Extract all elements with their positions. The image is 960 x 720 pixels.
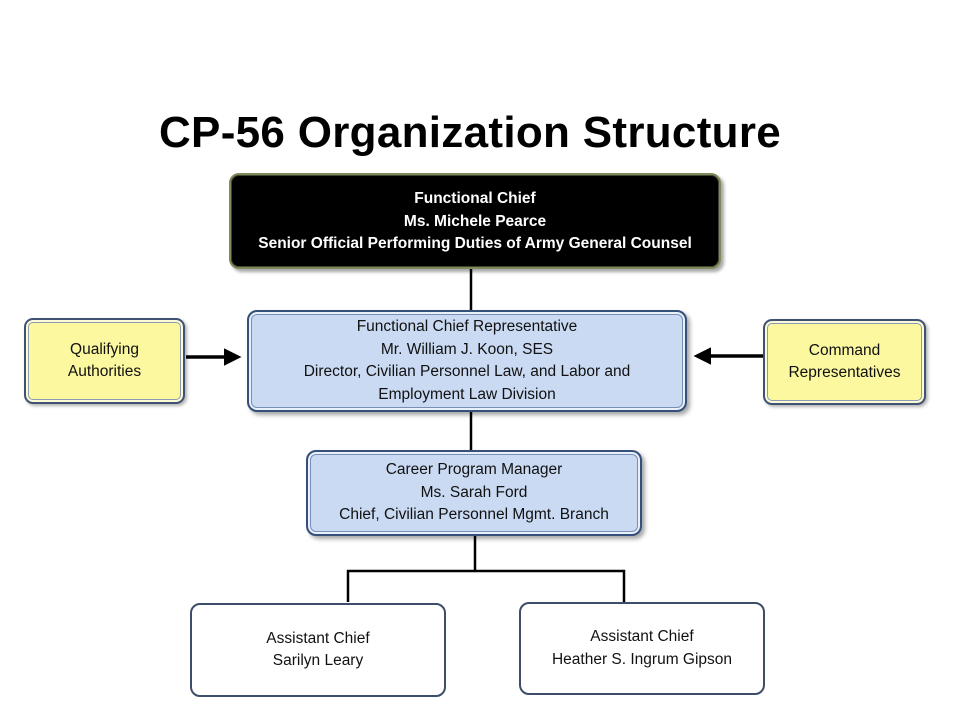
assistant-chief-2-name: Heather S. Ingrum Gipson bbox=[551, 650, 733, 668]
qualifying-line-2: Authorities bbox=[67, 363, 142, 380]
functional-chief-rep-box: Functional Chief Representative Mr. Will… bbox=[247, 310, 687, 412]
functional-chief-position: Senior Official Performing Duties of Arm… bbox=[258, 235, 692, 253]
page-title: CP-56 Organization Structure bbox=[158, 108, 782, 157]
qualifying-authorities-box: Qualifying Authorities bbox=[24, 318, 185, 404]
connector-branch bbox=[346, 569, 626, 602]
assistant-chief-leary-box: Assistant Chief Sarilyn Leary bbox=[190, 603, 446, 697]
command-line-1: Command bbox=[808, 341, 881, 359]
qualifying-line-1: Qualifying bbox=[70, 340, 139, 358]
functional-chief-box: Functional Chief Ms. Michele Pearce Seni… bbox=[229, 173, 721, 269]
command-line-2: Representatives bbox=[788, 364, 901, 381]
rep-position-line-2: Employment Law Division bbox=[378, 385, 556, 403]
assistant-chief-1-role: Assistant Chief bbox=[266, 629, 370, 647]
rep-position-line-1: Director, Civilian Personnel Law, and La… bbox=[303, 363, 631, 380]
assistant-chief-1-name: Sarilyn Leary bbox=[272, 652, 364, 669]
manager-position: Chief, Civilian Personnel Mgmt. Branch bbox=[339, 506, 609, 524]
assistant-chief-2-role: Assistant Chief bbox=[590, 628, 694, 645]
career-program-manager-box: Career Program Manager Ms. Sarah Ford Ch… bbox=[306, 450, 642, 536]
functional-chief-name: Ms. Michele Pearce bbox=[403, 212, 547, 230]
rep-role: Functional Chief Representative bbox=[356, 318, 578, 335]
assistant-chief-gipson-box: Assistant Chief Heather S. Ingrum Gipson bbox=[519, 602, 765, 695]
manager-name: Ms. Sarah Ford bbox=[420, 483, 528, 501]
rep-name: Mr. William J. Koon, SES bbox=[380, 340, 554, 358]
functional-chief-role: Functional Chief bbox=[414, 190, 536, 208]
manager-role: Career Program Manager bbox=[385, 461, 563, 479]
command-representatives-box: Command Representatives bbox=[763, 319, 926, 405]
